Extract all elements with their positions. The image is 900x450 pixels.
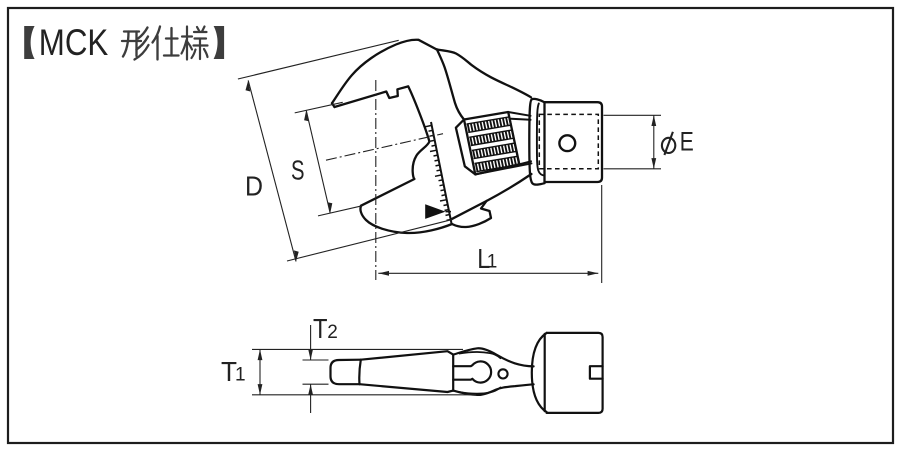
- svg-text:1: 1: [235, 365, 246, 386]
- svg-text:D: D: [245, 171, 263, 202]
- svg-text:L: L: [477, 243, 490, 274]
- svg-text:1: 1: [487, 252, 498, 273]
- svg-text:MCK: MCK: [39, 22, 109, 63]
- svg-text:2: 2: [327, 322, 338, 343]
- svg-text:T: T: [313, 313, 328, 344]
- svg-text:E: E: [680, 127, 694, 157]
- svg-text:T: T: [221, 356, 237, 387]
- svg-text:S: S: [291, 155, 305, 186]
